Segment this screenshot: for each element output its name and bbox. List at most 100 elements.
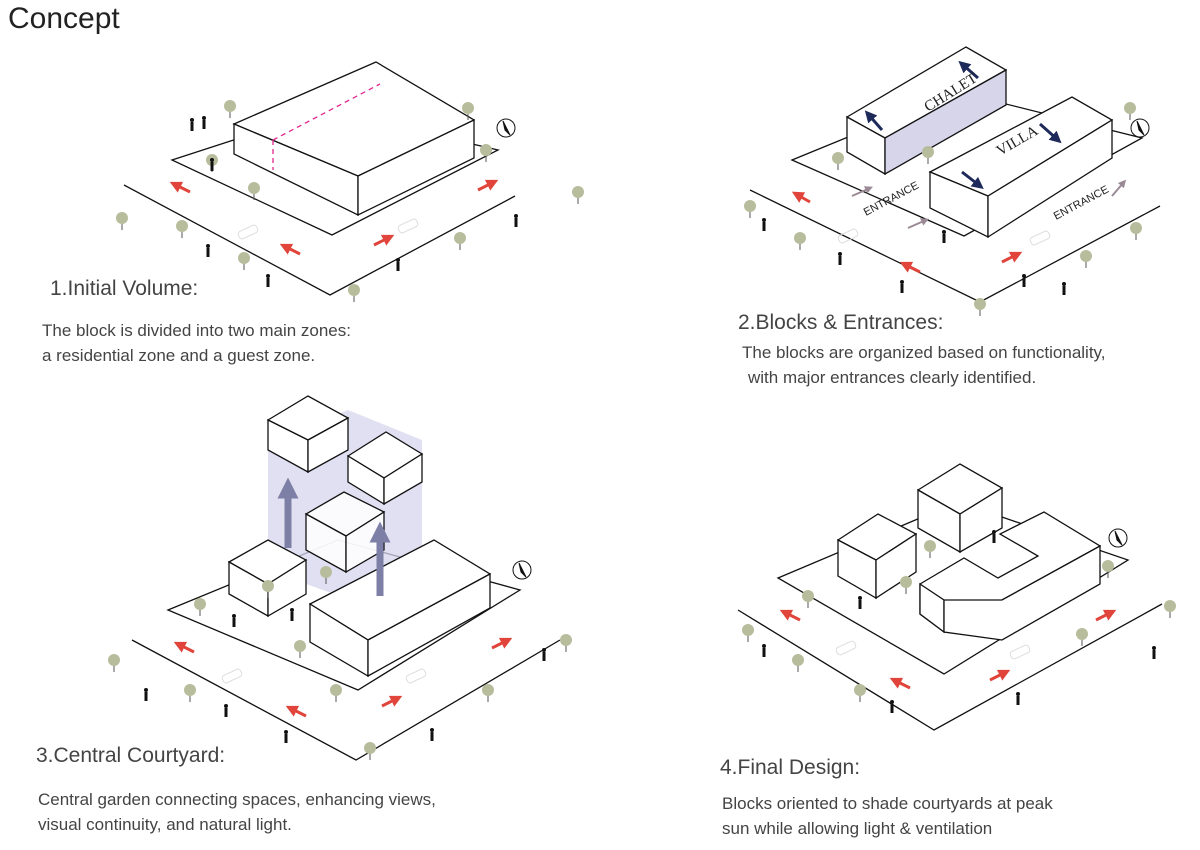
tree-icon <box>832 152 844 170</box>
entrance-arrow <box>1111 179 1127 197</box>
l-shaped-block <box>919 511 1102 641</box>
person-icon <box>762 218 766 231</box>
road-edge <box>131 639 561 761</box>
step-2-desc-line-1: The blocks are organized based on functi… <box>742 343 1106 362</box>
tree-icon <box>1124 102 1136 120</box>
step-3-desc-line-1: Central garden connecting spaces, enhanc… <box>38 790 436 809</box>
tree-icon <box>184 684 196 702</box>
tree-icon <box>108 654 120 672</box>
step-4-description: Blocks oriented to shade courtyards at p… <box>722 791 1162 841</box>
step-2-title: 2.Blocks & Entrances: <box>738 311 944 334</box>
tree-icon <box>262 580 274 598</box>
navy-arrow <box>1039 122 1062 144</box>
person-icon <box>290 608 294 621</box>
navy-arrow <box>961 170 984 189</box>
villa-block-side <box>987 118 1113 239</box>
person-icon <box>266 274 270 287</box>
ground-block <box>308 539 492 678</box>
car-icon <box>221 668 243 684</box>
diagram-central-courtyard <box>131 395 561 761</box>
step-1-desc-line-1: The block is divided into two main zones… <box>42 321 351 340</box>
tree-icon <box>1164 600 1176 618</box>
car-icon <box>837 228 859 244</box>
final-block <box>916 463 1004 554</box>
tree-icon <box>462 102 474 120</box>
tree-icon <box>922 146 934 164</box>
step-4-desc-line-1: Blocks oriented to shade courtyards at p… <box>722 794 1053 813</box>
person-icon <box>1062 282 1066 295</box>
person-icon <box>210 158 214 171</box>
traffic-arrow <box>899 261 921 274</box>
tree-icon <box>194 598 206 616</box>
tree-icon <box>854 684 866 702</box>
tree-icon <box>1080 250 1092 268</box>
person-icon <box>224 704 228 717</box>
person-icon <box>542 648 546 661</box>
tree-icon <box>924 540 936 558</box>
tree-icon <box>1102 560 1114 578</box>
car-icon <box>1009 644 1031 660</box>
tree-icon <box>454 232 466 250</box>
car-icon <box>1029 230 1051 246</box>
north-arrow-icon <box>1136 120 1145 136</box>
diagram-final-design <box>737 463 1163 731</box>
step-4-desc-line-2: sun while allowing light & ventilation <box>722 819 993 838</box>
car-icon <box>405 668 427 684</box>
road-edge <box>123 184 516 296</box>
tree-icon <box>330 684 342 702</box>
tree-icon <box>224 100 236 118</box>
tree-icon <box>802 590 814 608</box>
person-icon <box>430 728 434 741</box>
traffic-arrow <box>285 705 307 718</box>
person-icon <box>942 230 946 243</box>
person-icon <box>900 280 904 293</box>
car-icon <box>397 218 419 234</box>
traffic-arrow <box>889 677 911 690</box>
person-icon <box>762 644 766 657</box>
person-icon <box>232 614 236 627</box>
person-icon <box>992 530 996 543</box>
tree-icon <box>900 576 912 594</box>
road-edge <box>737 603 1163 731</box>
tree-icon <box>294 640 306 658</box>
tree-icon <box>482 684 494 702</box>
navy-arrow <box>958 60 979 80</box>
diagram-initial-volume <box>123 61 516 296</box>
volume-side <box>357 118 475 217</box>
step-3-desc-line-2: visual continuity, and natural light. <box>38 815 292 834</box>
traffic-arrow <box>989 669 1011 682</box>
step-4-title: 4.Final Design: <box>720 756 861 779</box>
north-arrow-icon <box>518 562 527 578</box>
traffic-arrow <box>1001 251 1023 264</box>
tree-icon <box>974 298 986 316</box>
step-2-description: The blocks are organized based on functi… <box>742 340 1182 390</box>
traffic-arrow <box>373 234 395 247</box>
person-icon <box>858 596 862 609</box>
entourage <box>108 100 1176 760</box>
step-1-desc-line-2: a residential zone and a guest zone. <box>42 346 316 365</box>
person-icon <box>144 688 148 701</box>
tree-icon <box>1130 222 1142 240</box>
tree-icon <box>480 144 492 162</box>
final-block <box>836 513 918 600</box>
floating-block <box>266 395 350 474</box>
tree-icon <box>348 284 360 302</box>
tree-icon <box>320 566 332 584</box>
chalet-block-side <box>884 68 1007 176</box>
traffic-arrow <box>779 609 801 622</box>
step-3-title: 3.Central Courtyard: <box>36 744 226 767</box>
traffic-arrow <box>1095 609 1117 622</box>
north-arrow-icon <box>1114 530 1123 546</box>
tree-icon <box>744 200 756 218</box>
person-icon <box>206 244 210 257</box>
person-icon <box>284 730 288 743</box>
traffic-arrow <box>477 179 499 192</box>
traffic-arrow <box>381 695 403 708</box>
tree-icon <box>238 252 250 270</box>
step-1-description: The block is divided into two main zones… <box>42 318 462 368</box>
tree-icon <box>364 742 376 760</box>
step-2-desc-line-2: with major entrances clearly identified. <box>748 368 1037 387</box>
zone-split-line <box>272 83 381 141</box>
step-3-description: Central garden connecting spaces, enhanc… <box>38 787 518 837</box>
